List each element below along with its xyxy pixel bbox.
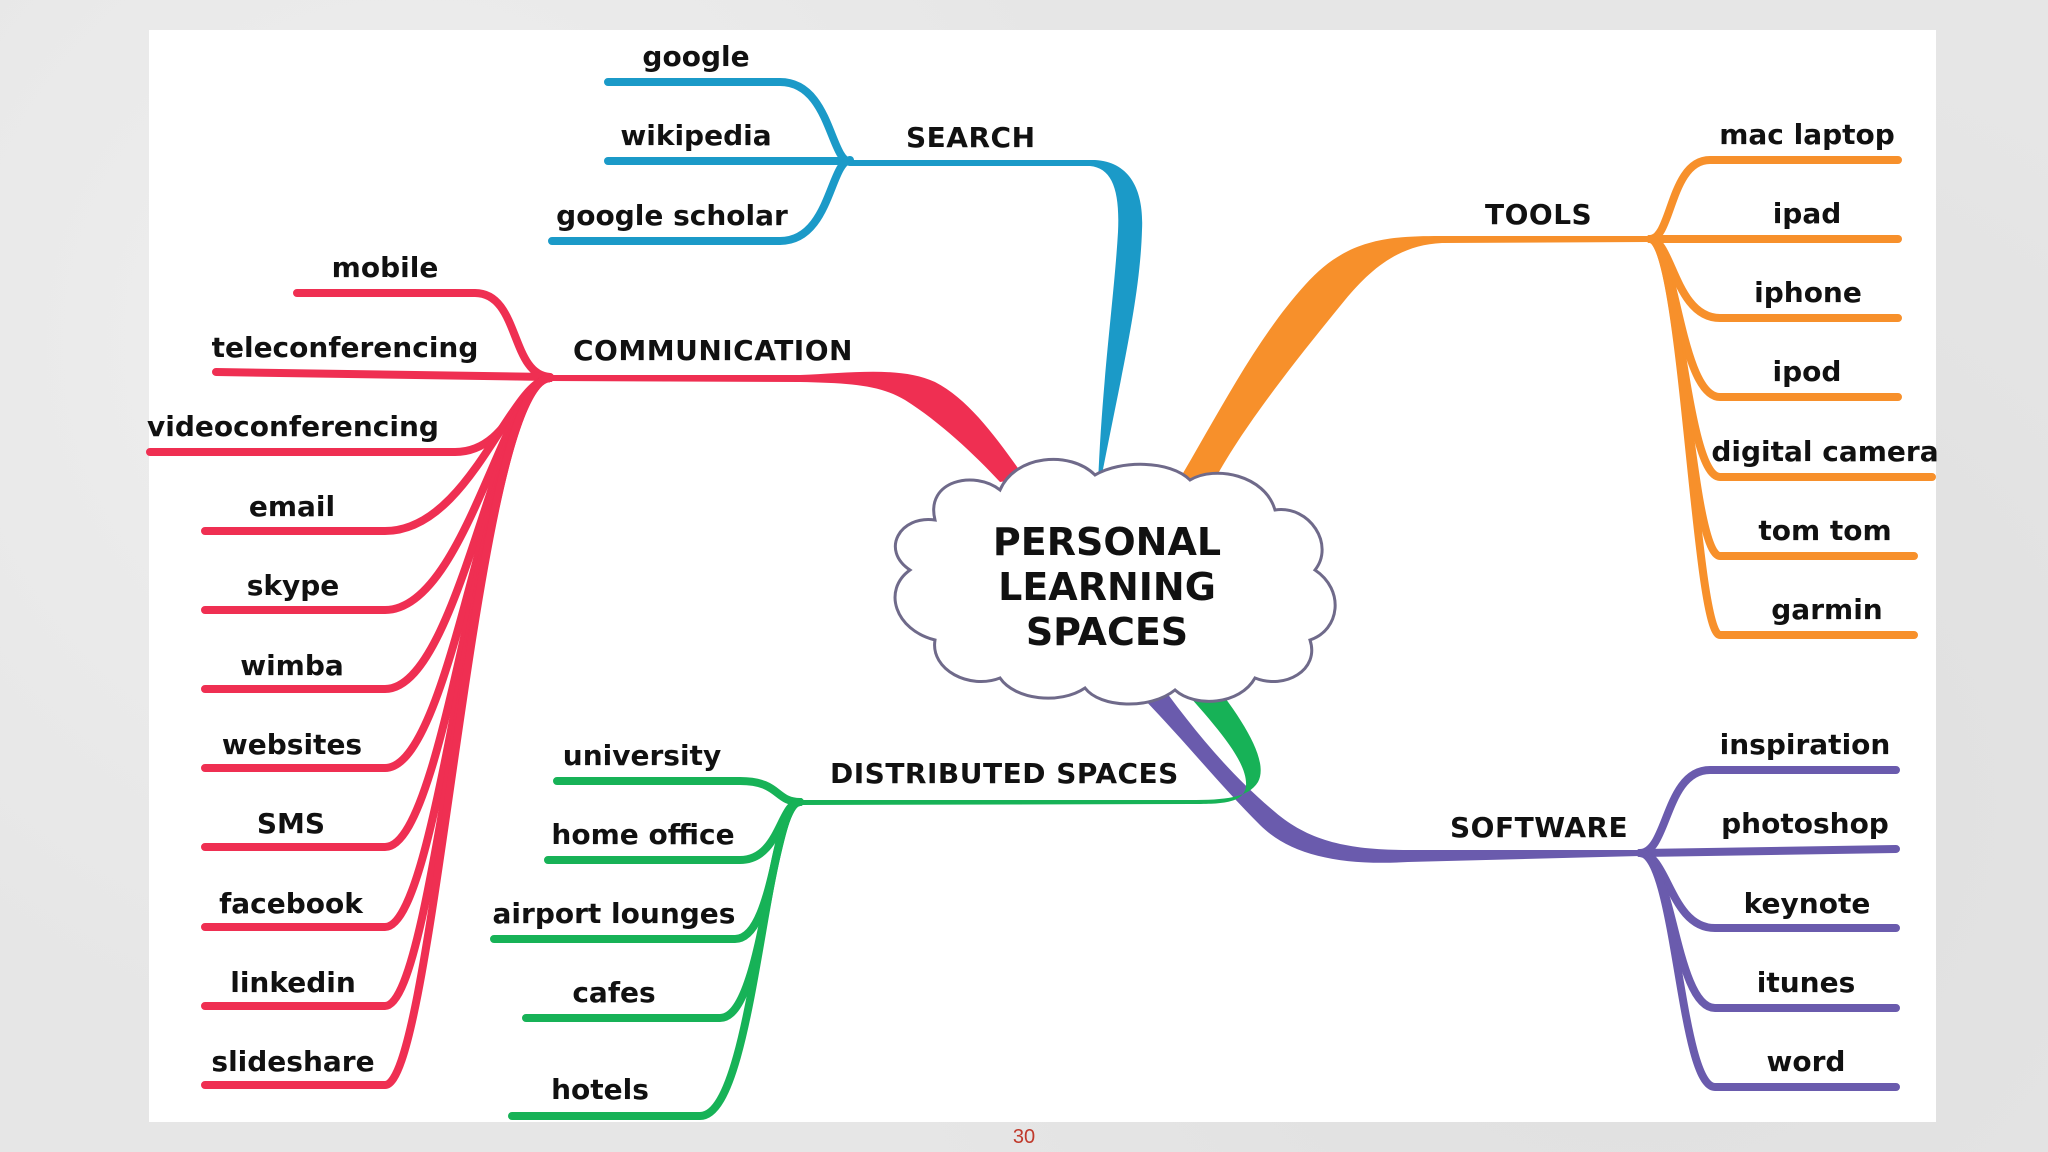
branch-label-distributed: DISTRIBUTED SPACES bbox=[830, 757, 1179, 790]
branch-label-search: SEARCH bbox=[906, 121, 1036, 154]
leaf-wimba: wimba bbox=[240, 649, 344, 682]
leaf-photoshop: photoshop bbox=[1721, 807, 1889, 840]
tools-trunk bbox=[1176, 236, 1650, 485]
leaf-line-mobile bbox=[293, 289, 554, 381]
leaf-line-garmin bbox=[1646, 235, 1918, 639]
leaf-teleconferencing: teleconferencing bbox=[212, 331, 479, 364]
leaf-digital-camera: digital camera bbox=[1711, 435, 1938, 468]
leaf-mac-laptop: mac laptop bbox=[1719, 118, 1895, 151]
leaf-line-slideshare bbox=[201, 374, 554, 1089]
leaf-wikipedia: wikipedia bbox=[620, 119, 771, 152]
leaf-home-office: home office bbox=[551, 818, 734, 851]
leaf-iphone: iphone bbox=[1754, 276, 1862, 309]
leaf-university: university bbox=[563, 739, 721, 772]
leaf-facebook: facebook bbox=[219, 887, 364, 920]
communication-trunk bbox=[550, 371, 1025, 482]
leaf-websites: websites bbox=[222, 728, 362, 761]
leaf-line-teleconferencing bbox=[212, 368, 554, 381]
leaf-line-photoshop bbox=[1636, 845, 1900, 857]
leaf-skype: skype bbox=[247, 569, 340, 602]
leaf-email: email bbox=[249, 490, 335, 523]
leaf-linkedin: linkedin bbox=[230, 966, 356, 999]
leaf-line-university bbox=[553, 777, 804, 806]
center-cloud bbox=[893, 457, 1337, 706]
leaf-mobile: mobile bbox=[332, 251, 439, 284]
leaf-tom-tom: tom tom bbox=[1758, 514, 1891, 547]
leaf-airport-lounges: airport lounges bbox=[493, 897, 736, 930]
center-title-line-1: PERSONAL bbox=[993, 520, 1221, 564]
leaf-inspiration: inspiration bbox=[1720, 728, 1891, 761]
leaf-garmin: garmin bbox=[1771, 593, 1882, 626]
branch-label-tools: TOOLS bbox=[1485, 198, 1592, 231]
leaf-videoconferencing: videoconferencing bbox=[147, 410, 439, 443]
leaf-word: word bbox=[1767, 1045, 1846, 1078]
leaf-line-google-scholar bbox=[548, 156, 854, 245]
center-title-line-2: LEARNING bbox=[998, 565, 1216, 609]
branch-label-software: SOFTWARE bbox=[1450, 811, 1628, 844]
leaf-cafes: cafes bbox=[572, 976, 655, 1009]
search-trunk bbox=[850, 160, 1143, 485]
center-title-line-3: SPACES bbox=[1026, 610, 1188, 654]
branch-label-communication: COMMUNICATION bbox=[573, 334, 853, 367]
software-trunk bbox=[1135, 670, 1640, 863]
leaf-slideshare: slideshare bbox=[211, 1045, 374, 1078]
leaf-ipod: ipod bbox=[1773, 355, 1842, 388]
page-number: 30 bbox=[1012, 1126, 1036, 1148]
leaf-google: google bbox=[642, 40, 749, 73]
leaf-google-scholar: google scholar bbox=[556, 199, 788, 232]
leaf-keynote: keynote bbox=[1744, 887, 1871, 920]
leaf-ipad: ipad bbox=[1773, 197, 1842, 230]
leaf-line-hotels bbox=[508, 798, 804, 1120]
leaf-itunes: itunes bbox=[1757, 966, 1856, 999]
leaf-line-word bbox=[1636, 849, 1900, 1091]
leaf-hotels: hotels bbox=[551, 1073, 649, 1106]
leaf-sms: SMS bbox=[257, 807, 325, 840]
